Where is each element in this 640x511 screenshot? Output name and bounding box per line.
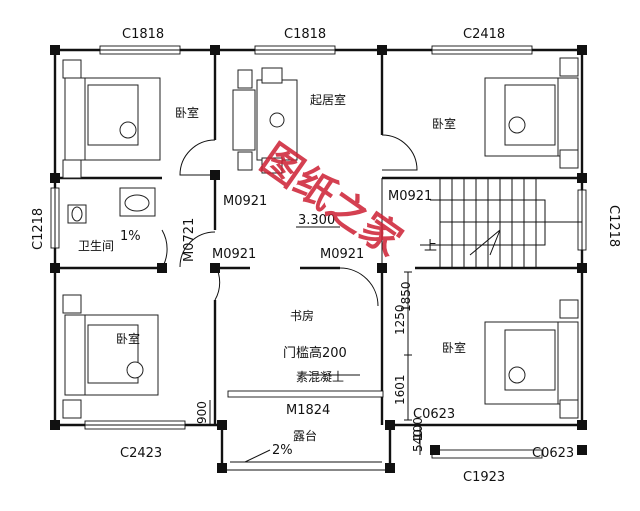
room-label-living-room: 起居室 — [310, 92, 346, 107]
door-swings — [161, 134, 418, 307]
bed-top-left — [62, 59, 161, 179]
window-marks — [50, 45, 587, 459]
bed-bottom-left — [62, 294, 159, 419]
dim-1601: 1601 — [393, 374, 407, 405]
staircase — [420, 177, 583, 269]
sofa-set — [232, 67, 298, 174]
window-label-top-middle: C1818 — [284, 27, 326, 42]
door-label-upper-left: M0921 — [223, 194, 267, 209]
window-label-right-side: C1218 — [606, 205, 621, 247]
threshold-note: 门槛高200 — [283, 345, 347, 361]
door-label-middle-right: M0921 — [320, 247, 364, 262]
window-label-small-2: C0623 — [532, 446, 574, 461]
door-label-bathroom: M0721 — [182, 218, 197, 262]
door-label-balcony: M1824 — [286, 403, 330, 418]
level-mark: 3.300 — [298, 213, 335, 228]
window-label-bottom-right: C1923 — [463, 470, 505, 485]
stair-up-label: 上 — [424, 239, 437, 254]
room-label-bedroom-bottom-left: 卧室 — [116, 331, 140, 346]
window-label-top-right: C2418 — [463, 27, 505, 42]
door-label-upper-right: M0921 — [388, 189, 432, 204]
dim-1250: 1250 — [393, 304, 407, 335]
dim-900: 900 — [195, 401, 209, 424]
room-label-bedroom-top-right: 卧室 — [432, 116, 456, 131]
door-label-middle-left: M0921 — [212, 247, 256, 262]
room-label-balcony: 露台 — [293, 428, 317, 443]
room-label-bedroom-top-left: 卧室 — [175, 105, 199, 120]
dim-1850: 1850 — [399, 281, 413, 312]
bathroom-fixtures — [67, 187, 156, 224]
watermark: 图纸之家 — [252, 135, 410, 265]
bed-top-right — [484, 57, 579, 169]
dim-540: 540 — [411, 429, 425, 452]
dimension-lines — [209, 271, 421, 463]
room-label-bathroom: 卫生间 — [78, 239, 114, 253]
room-label-bedroom-bottom-right: 卧室 — [442, 340, 466, 355]
room-label-study: 书房 — [290, 308, 314, 323]
concrete-note: 素混凝土 — [296, 369, 344, 384]
slope-bathroom: 1% — [120, 229, 141, 244]
window-label-left-side: C1218 — [31, 208, 46, 250]
dim-100: 100 — [411, 417, 425, 440]
bed-bottom-right — [484, 299, 579, 419]
slope-balcony: 2% — [272, 443, 293, 458]
window-label-small-1: C0623 — [413, 407, 455, 422]
window-label-bottom-left: C2423 — [120, 446, 162, 461]
window-label-top-left: C1818 — [122, 27, 164, 42]
